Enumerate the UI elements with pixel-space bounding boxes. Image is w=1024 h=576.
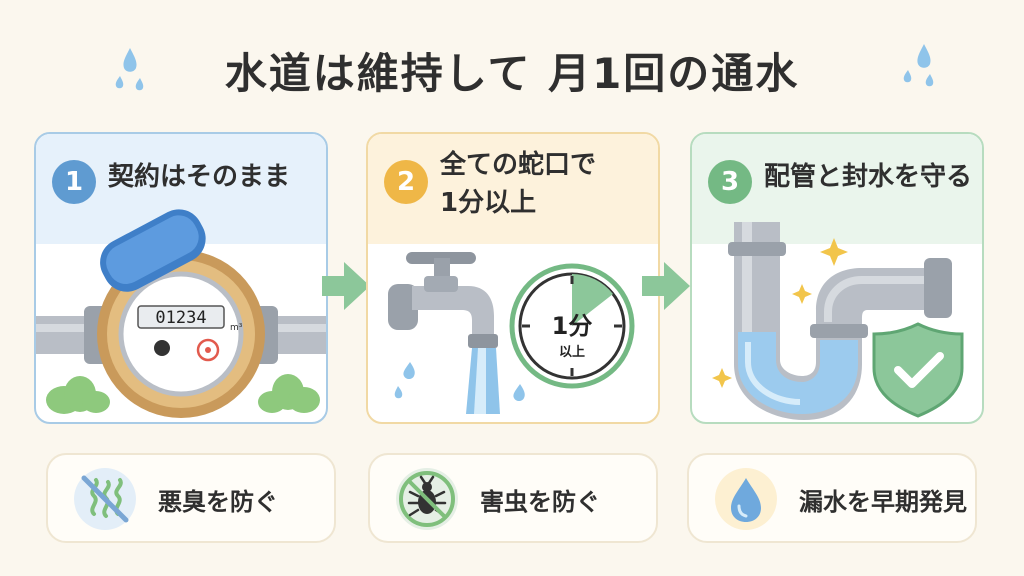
benefit-icon-bg <box>74 468 136 530</box>
no-odor-icon <box>81 475 129 523</box>
step-label-line1: 全ての蛇口で <box>440 150 597 180</box>
meter-unit: m³ <box>230 323 243 333</box>
meter-reading: 01234 <box>155 308 206 328</box>
timer-value: 1分 <box>552 312 593 340</box>
page-title: 水道は維持して 月1回の通水 <box>224 49 800 98</box>
benefit-icon-bg <box>396 468 458 530</box>
water-splash-left-icon <box>115 48 144 91</box>
no-pest-icon <box>399 471 455 527</box>
trap-pipe-icon <box>712 222 964 420</box>
timer-icon: 1分 以上 <box>509 263 635 389</box>
faucet-icon <box>388 252 525 414</box>
step-label-line2: 1分以上 <box>440 188 537 218</box>
water-splash-right-icon <box>903 44 934 87</box>
water-meter-icon: 01234 m³ <box>36 209 326 418</box>
benefit-label: 漏水を早期発見 <box>799 488 967 516</box>
benefit-icon-bg <box>715 468 777 530</box>
arrow-right-icon <box>642 262 690 310</box>
step-label: 配管と封水を守る <box>764 162 973 192</box>
benefit-card-3: 漏水を早期発見 <box>687 453 977 543</box>
arrow-right-icon <box>322 262 370 310</box>
benefit-card-1: 悪臭を防ぐ <box>46 453 336 543</box>
step-card-2: 2 全ての蛇口で 1分以上 1分 以上 <box>366 132 660 424</box>
step-card-3: 3 配管と封水を守る <box>690 132 984 424</box>
step-card-1: 1 契約はそのまま 01234 m³ <box>34 132 328 424</box>
benefit-label: 悪臭を防ぐ <box>158 488 278 516</box>
step-label: 契約はそのまま <box>108 162 291 192</box>
timer-sub: 以上 <box>559 345 585 360</box>
benefit-label: 害虫を防ぐ <box>480 488 600 516</box>
step-number: 2 <box>384 160 428 204</box>
water-drop-icon <box>731 478 761 522</box>
step-number: 1 <box>52 160 96 204</box>
step-number: 3 <box>708 160 752 204</box>
benefit-card-2: 害虫を防ぐ <box>368 453 658 543</box>
